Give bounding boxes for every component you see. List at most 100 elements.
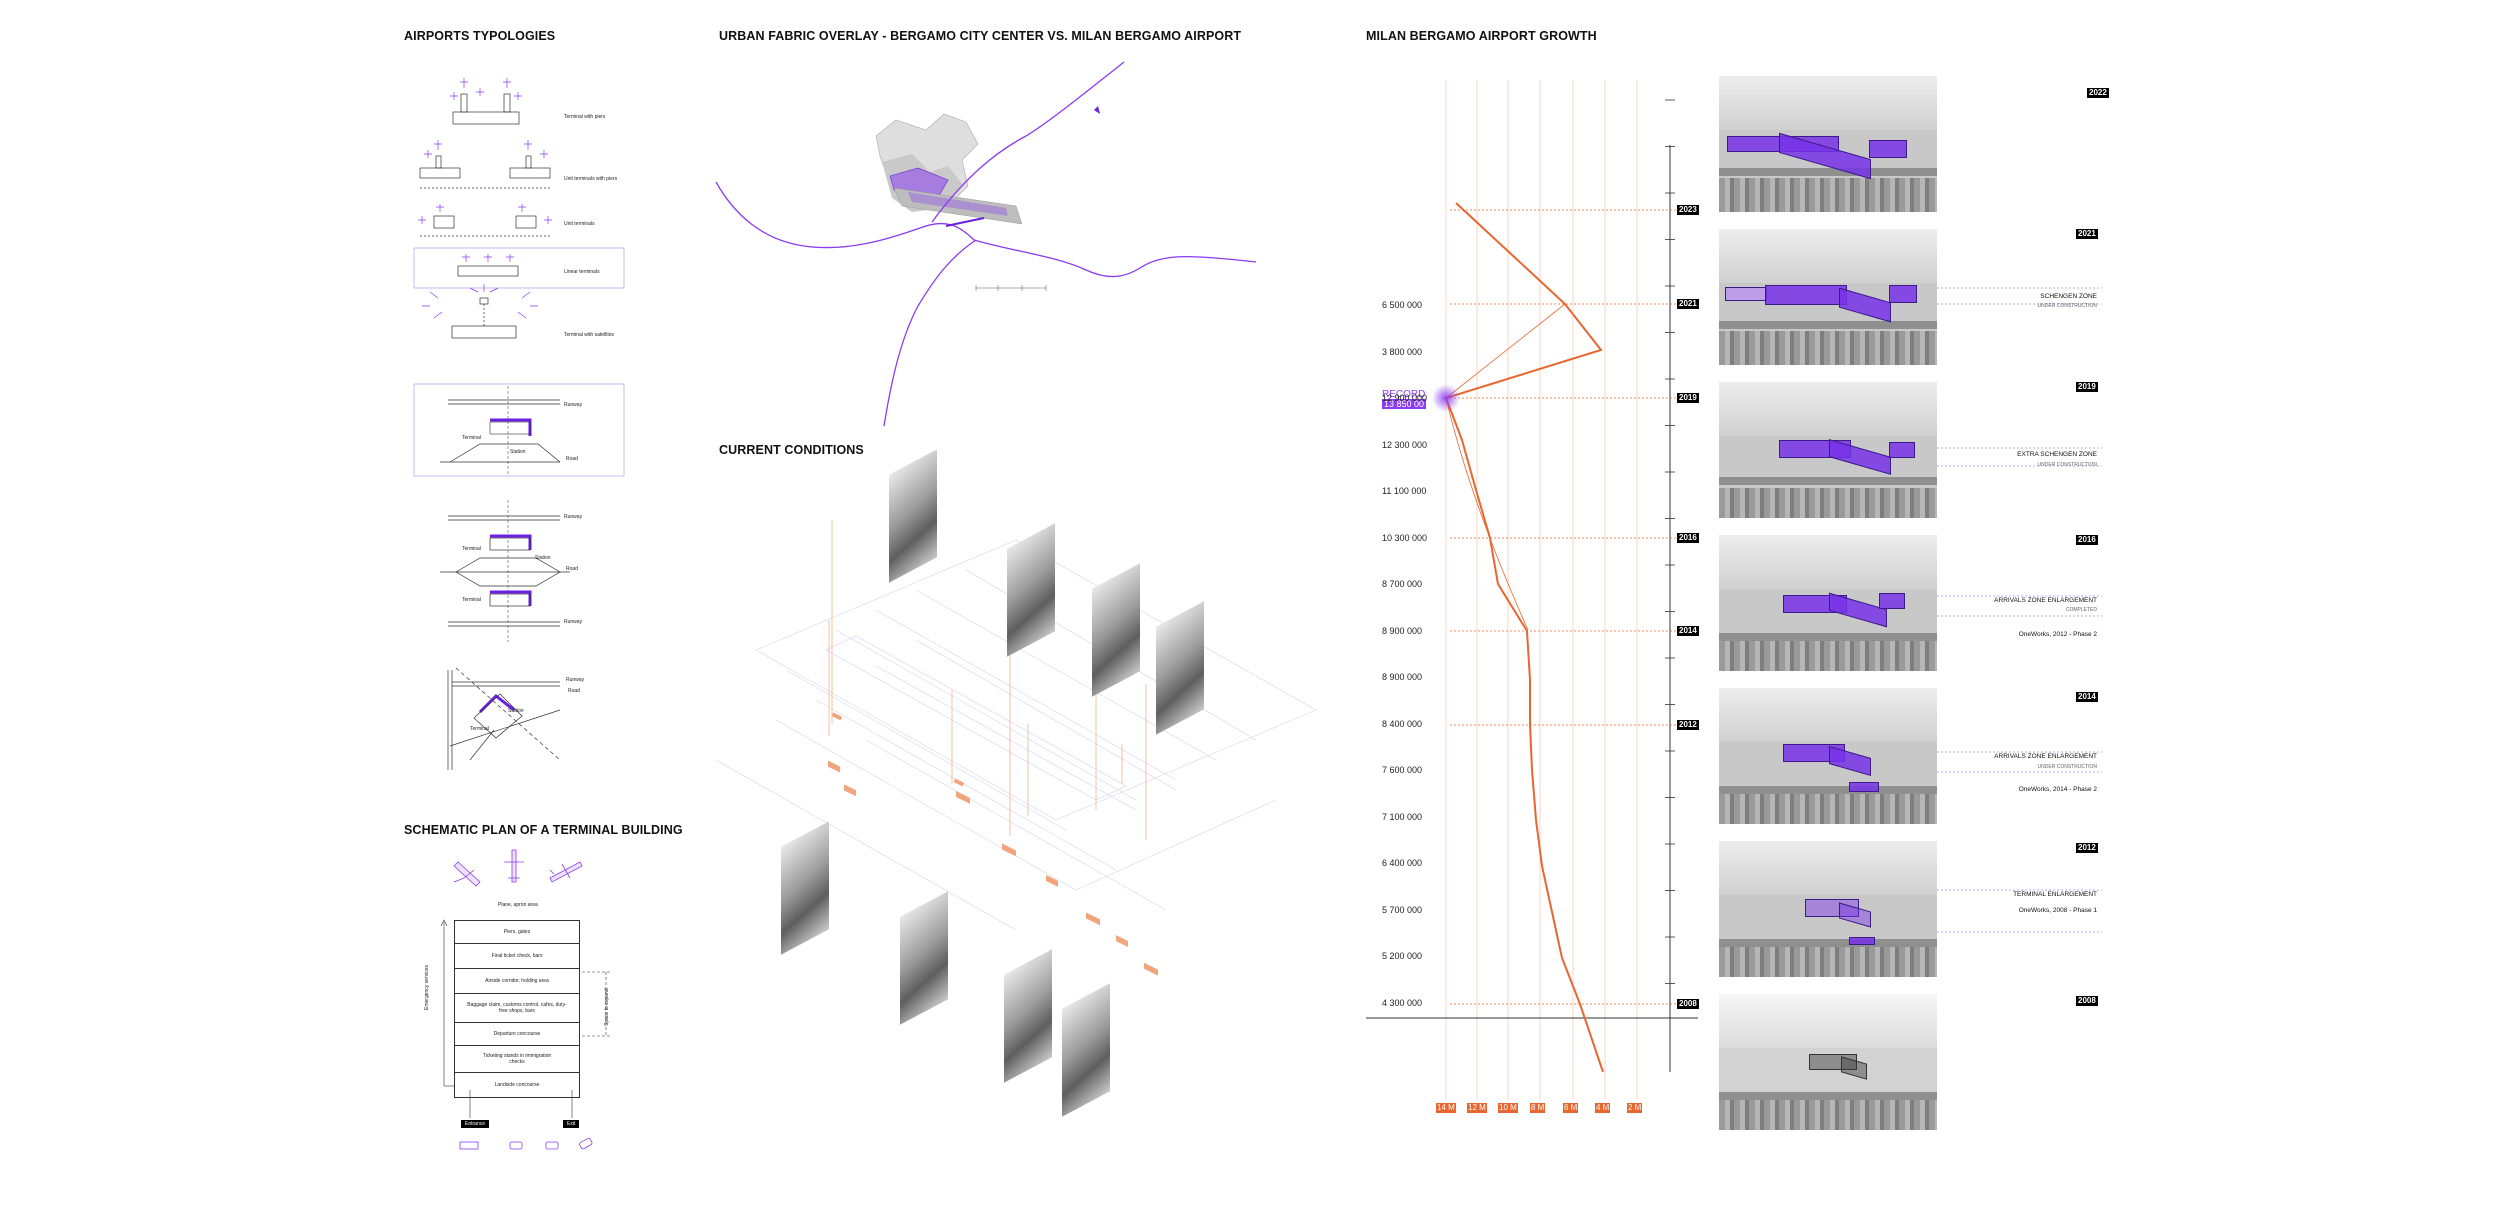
note-2014-c: OneWorks, 2014 - Phase 2 xyxy=(2018,786,2097,793)
d2-terminal-top-label: Terminal xyxy=(462,546,481,552)
schematic-row-3: Airside corridor, holding area xyxy=(454,968,580,993)
y-tick-8: 8 900 000 xyxy=(1382,672,1423,682)
schematic-exit: Exit xyxy=(563,1120,580,1128)
photo-year-2012: 2012 xyxy=(2076,843,2098,853)
growth-connector-2 xyxy=(1445,397,1529,631)
schematic-side-arrows xyxy=(440,919,612,1150)
current-conditions-axonometric xyxy=(715,520,1317,976)
aerial-photo-2014 xyxy=(1719,688,1937,824)
current-conditions-title: CURRENT CONDITIONS xyxy=(719,443,864,457)
d2-terminal-bottom-label: Terminal xyxy=(462,597,481,603)
x-tick-2: 10 M xyxy=(1498,1103,1518,1113)
y-tick-1: 3 800 000 xyxy=(1382,346,1423,357)
d2-station-label: Station xyxy=(535,555,551,561)
timeline-year-2023: 2023 xyxy=(1677,205,1699,215)
d1-runway-label: Runway xyxy=(564,402,583,408)
y-tick-15: 4 300 000 xyxy=(1382,997,1423,1008)
y-tick-6: 8 700 000 xyxy=(1382,579,1423,589)
aerial-photo-2021 xyxy=(1719,229,1937,365)
note-2021-a: SCHENGEN ZONE xyxy=(2040,293,2097,300)
record-marker xyxy=(1432,384,1460,412)
timeline-year-2012: 2012 xyxy=(1677,720,1699,730)
aerial-photo-2022 xyxy=(1719,76,1937,212)
timeline-year-2021: 2021 xyxy=(1677,299,1699,309)
timeline-year-2008: 2008 xyxy=(1677,999,1699,1009)
d3-road-label: Road xyxy=(568,688,580,694)
d3-runway-label: Runway xyxy=(566,677,585,683)
y-tick-11: 7 100 000 xyxy=(1382,811,1423,822)
y-tick-12: 6 400 000 xyxy=(1382,858,1423,868)
photo-year-2022: 2022 xyxy=(2087,88,2109,98)
note-2014-a: ARRIVALS ZONE ENLARGEMENT xyxy=(1994,753,2097,760)
overlay-map xyxy=(715,61,1257,427)
note-2016-a: ARRIVALS ZONE ENLARGEMENT xyxy=(1994,597,2097,604)
aerial-photo-2019 xyxy=(1719,382,1937,518)
schematic-title: SCHEMATIC PLAN OF A TERMINAL BUILDING xyxy=(404,823,683,837)
typology-label-2: Unit terminals with piers xyxy=(564,176,618,182)
record-value: 13 850 00 xyxy=(1382,399,1427,409)
schematic-exit-label: Exit xyxy=(567,1121,576,1127)
y-tick-7: 8 900 000 xyxy=(1382,625,1423,636)
photo-year-2016: 2016 xyxy=(2076,535,2098,545)
d2-road-label: Road xyxy=(566,566,578,572)
x-tick-6: 2 M xyxy=(1627,1103,1643,1113)
typology-label-4: Linear terminals xyxy=(564,269,600,275)
growth-series-line xyxy=(1444,202,1604,1073)
note-2012-b: OneWorks, 2008 - Phase 1 xyxy=(2018,907,2097,914)
y-tick-4: 11 100 000 xyxy=(1382,486,1427,496)
growth-title: MILAN BERGAMO AIRPORT GROWTH xyxy=(1366,29,1597,43)
timeline-year-2016: 2016 xyxy=(1677,533,1699,543)
schematic-row-1-label: Piers, gates xyxy=(503,929,531,935)
schematic-row-2-label: Final ticket check, bars xyxy=(491,953,543,959)
typology-label-5: Terminal with satellites xyxy=(564,332,615,338)
d1-road-label: Road xyxy=(566,456,578,462)
d1-terminal-label: Terminal xyxy=(462,435,481,441)
schematic-row-6-label: Ticketing stands in immigration checks xyxy=(482,1053,552,1065)
schematic-row-2: Final ticket check, bars xyxy=(454,943,580,968)
y-tick-2: 12 900 000 xyxy=(1382,393,1428,403)
record-label: RECORD xyxy=(1382,389,1426,400)
schematic-row-6: Ticketing stands in immigration checks xyxy=(454,1045,580,1072)
photo-year-2019: 2019 xyxy=(2076,382,2098,392)
schematic-apron-label: Plane, apron area xyxy=(498,902,538,908)
x-tick-5: 4 M xyxy=(1595,1103,1611,1113)
d2-runway-bottom-label: Runway xyxy=(564,619,583,625)
note-2016-b: COMPLETED xyxy=(2065,607,2097,613)
schematic-stack: Piers, gates Final ticket check, bars Ai… xyxy=(454,920,580,1098)
d1-station-label: Station xyxy=(510,449,526,455)
schematic-row-4: Baggage claim, customs control, cafes, d… xyxy=(454,993,580,1022)
schematic-row-5-label: Departure concourse xyxy=(493,1031,541,1037)
y-tick-10: 7 600 000 xyxy=(1382,765,1423,775)
overlay-title: URBAN FABRIC OVERLAY - BERGAMO CITY CENT… xyxy=(719,29,1242,43)
y-tick-3: 12 300 000 xyxy=(1382,439,1428,450)
x-tick-4: 6 M xyxy=(1563,1103,1579,1113)
y-tick-9: 8 400 000 xyxy=(1382,718,1423,729)
typology-label-3: Unit terminals xyxy=(564,221,595,227)
note-2021-b: UNDER CONSTRUCTION xyxy=(2037,303,2097,309)
growth-connector xyxy=(1445,303,1566,399)
d2-runway-top-label: Runway xyxy=(564,514,583,520)
note-2019-b: UNDER CONSTRUCTION xyxy=(2037,462,2097,468)
growth-chart xyxy=(1366,80,1698,1100)
x-tick-0: 14 M xyxy=(1436,1103,1456,1113)
d3-station-label: Station xyxy=(508,708,524,714)
typologies-title: AIRPORTS TYPOLOGIES xyxy=(404,29,556,43)
note-2014-b: UNDER CONSTRUCTION xyxy=(2037,764,2097,770)
aerial-photo-2012 xyxy=(1719,841,1937,977)
note-2016-c: OneWorks, 2012 - Phase 2 xyxy=(2018,631,2097,638)
note-2012-a: TERMINAL ENLARGEMENT xyxy=(2013,891,2097,898)
y-tick-0: 6 500 000 xyxy=(1382,300,1423,310)
timeline-year-2014: 2014 xyxy=(1677,626,1699,636)
typology-label-1: Terminal with piers xyxy=(564,114,606,120)
x-tick-3: 8 M xyxy=(1530,1103,1546,1113)
schematic-right-label: Space to expand xyxy=(604,988,610,1026)
aerial-photo-2008 xyxy=(1719,994,1937,1130)
photo-year-2021: 2021 xyxy=(2076,229,2098,239)
schematic-planes xyxy=(453,849,583,887)
photo-year-2014: 2014 xyxy=(2076,692,2098,702)
y-tick-14: 5 200 000 xyxy=(1382,951,1423,961)
schematic-entrance: Entrance xyxy=(461,1120,490,1128)
photo-year-2008: 2008 xyxy=(2076,996,2098,1006)
typologies-diagrams xyxy=(413,78,625,770)
schematic-row-3-label: Airside corridor, holding area xyxy=(485,978,549,984)
